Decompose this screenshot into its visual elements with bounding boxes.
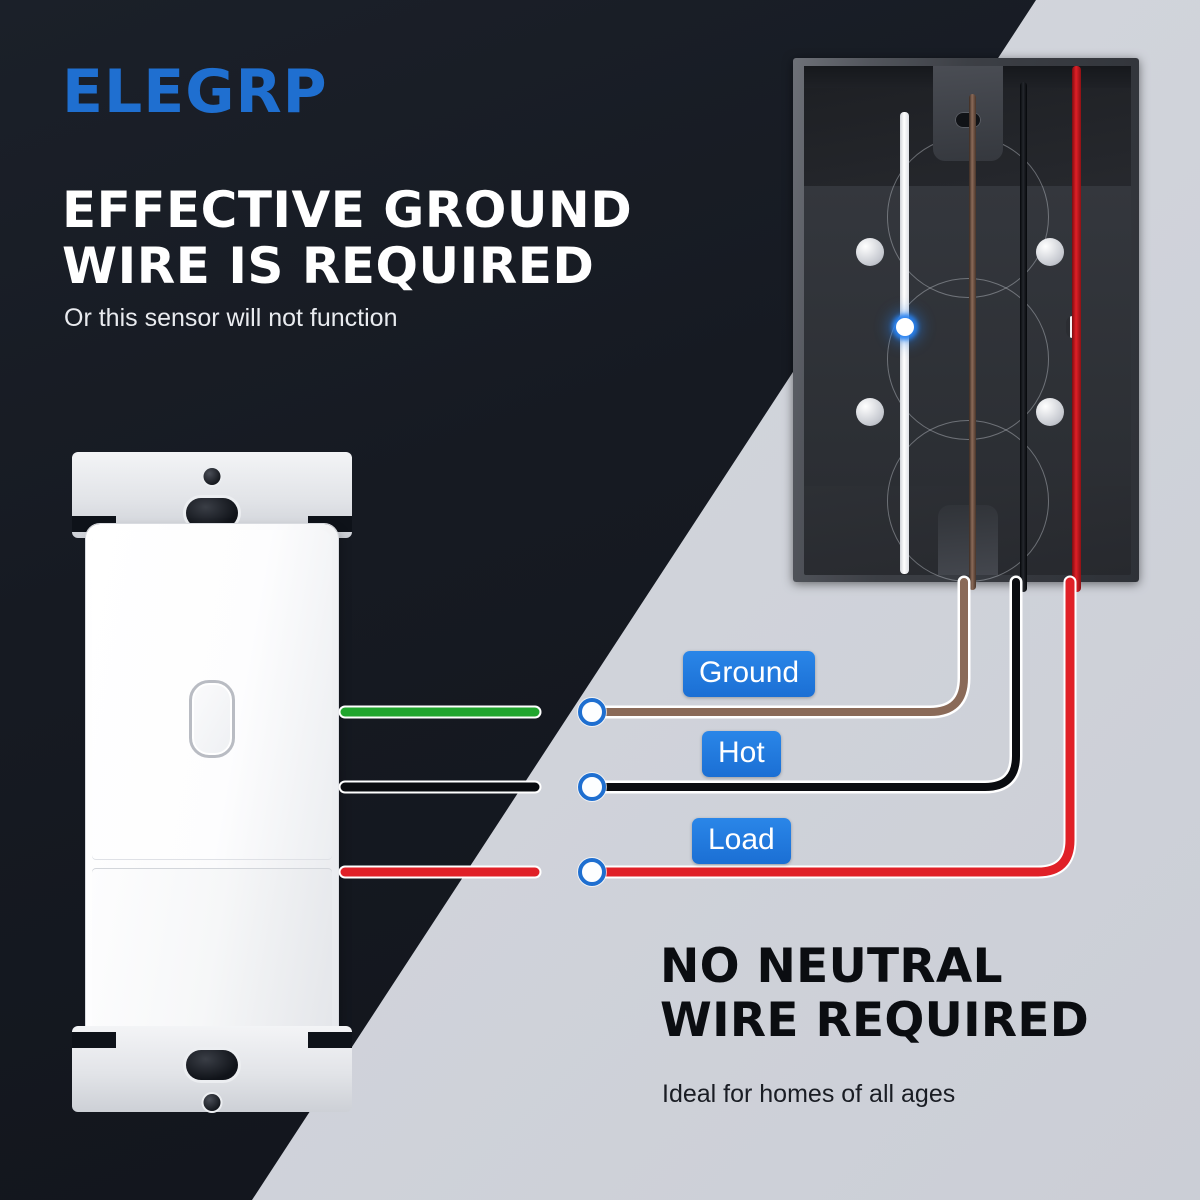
strap-mounting-slot bbox=[186, 498, 238, 528]
connection-node-ground[interactable] bbox=[578, 698, 606, 726]
box-wire-hot-black bbox=[1020, 82, 1027, 592]
strap-notch-left-bottom bbox=[72, 1032, 116, 1048]
strap-screw-icon bbox=[203, 468, 221, 485]
connection-node-hot[interactable] bbox=[578, 773, 606, 801]
label-badge-ground: Ground bbox=[683, 651, 816, 697]
junction-box-interior bbox=[804, 66, 1131, 592]
box-bump-bottom-left bbox=[856, 398, 884, 426]
label-badge-hot: Hot bbox=[702, 731, 781, 777]
motion-sensor-lens bbox=[92, 868, 332, 1044]
box-bump-top-right bbox=[1036, 238, 1064, 266]
box-wire-ground-copper bbox=[969, 94, 976, 590]
mounting-strap-bottom bbox=[72, 1026, 352, 1112]
wire-load-box-segment bbox=[587, 577, 1075, 877]
box-mounting-bracket-top bbox=[932, 66, 1003, 161]
brand-logo: ELEGRP bbox=[62, 57, 328, 127]
box-wire-load-red bbox=[1072, 66, 1081, 592]
headline-bottom: NO NEUTRAL WIRE REQUIRED bbox=[660, 939, 1090, 1049]
headline-bottom-line2: WIRE REQUIRED bbox=[660, 993, 1090, 1049]
box-bump-bottom-right bbox=[1036, 398, 1064, 426]
box-wire-neutral-white bbox=[900, 112, 909, 574]
led-indicator-icon bbox=[189, 680, 235, 758]
strap-notch-right-bottom bbox=[308, 1032, 352, 1048]
headline-top-line2: WIRE IS REQUIRED bbox=[62, 237, 595, 295]
headline-bottom-line1: NO NEUTRAL bbox=[660, 939, 1003, 994]
subtitle-bottom: Ideal for homes of all ages bbox=[662, 1080, 956, 1108]
subtitle-top: Or this sensor will not function bbox=[64, 304, 398, 332]
box-mounting-bracket-bottom bbox=[937, 505, 998, 575]
label-badge-load: Load bbox=[692, 818, 791, 864]
wire-hot-box-segment bbox=[588, 578, 1020, 791]
strap-mounting-slot-bottom bbox=[186, 1050, 238, 1080]
occupancy-sensor-switch bbox=[72, 452, 352, 1112]
switch-paddle-button[interactable] bbox=[92, 530, 332, 860]
mounting-strap-top bbox=[72, 452, 352, 538]
strap-screw-icon-bottom bbox=[203, 1094, 221, 1111]
electrical-junction-box bbox=[793, 58, 1139, 592]
box-bump-top-left bbox=[856, 238, 884, 266]
headline-top-line1: EFFECTIVE GROUND bbox=[62, 181, 633, 239]
switch-body bbox=[86, 524, 338, 1044]
wire-ground-copper-segment bbox=[588, 578, 968, 716]
headline-top: EFFECTIVE GROUND WIRE IS REQUIRED bbox=[62, 182, 632, 294]
neutral-highlight-dot bbox=[896, 318, 914, 336]
connection-node-load[interactable] bbox=[578, 858, 606, 886]
